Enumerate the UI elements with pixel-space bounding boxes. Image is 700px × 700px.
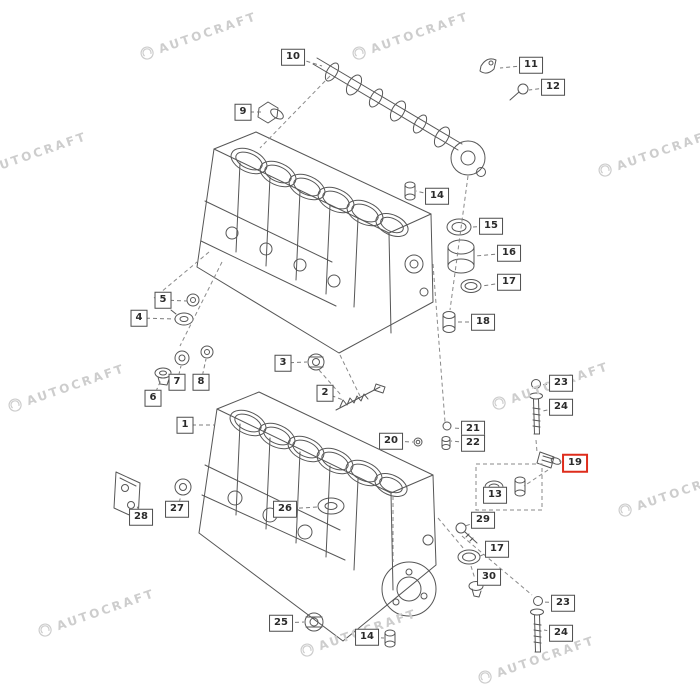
part-callout-9[interactable]: 9 [234, 103, 252, 121]
part-callout-7[interactable]: 7 [168, 373, 186, 391]
part-callout-5[interactable]: 5 [154, 291, 172, 309]
leader-line-26 [284, 506, 318, 510]
plug-part-drawing-30 [468, 581, 484, 598]
bolt-part-drawing-29 [455, 522, 478, 544]
part-callout-27[interactable]: 27 [165, 500, 189, 518]
part-callout-12[interactable]: 12 [541, 78, 565, 96]
part-callout-26[interactable]: 26 [273, 500, 297, 518]
part-callout-11[interactable]: 11 [519, 56, 543, 74]
leader-line-17-mid [481, 281, 510, 287]
part-callout-23-bottom[interactable]: 23 [551, 594, 575, 612]
part-callout-14-top[interactable]: 14 [425, 187, 449, 205]
part-callout-6[interactable]: 6 [144, 389, 162, 407]
plug-part-drawing-25 [304, 612, 324, 632]
stud-spring-drawing-2 [335, 383, 386, 411]
sensor-part-drawing-19 [536, 451, 562, 469]
part-callout-22[interactable]: 22 [461, 434, 485, 452]
part-callout-8[interactable]: 8 [192, 373, 210, 391]
part-callout-10[interactable]: 10 [281, 48, 305, 66]
cam-bearing-parts-drawing [404, 181, 482, 333]
cylinder-part-drawing-14-bottom [384, 629, 396, 648]
alignment-dashed-lines [153, 75, 549, 596]
camshaft-drawing [312, 57, 486, 177]
leader-line-16 [474, 252, 510, 257]
part-callout-29[interactable]: 29 [471, 511, 495, 529]
part-callout-20[interactable]: 20 [379, 432, 403, 450]
part-callout-15[interactable]: 15 [479, 217, 503, 235]
part-callout-3[interactable]: 3 [274, 354, 292, 372]
leader-line-10 [292, 56, 323, 67]
bracket-part-drawing-11 [479, 58, 497, 74]
leader-line-4 [138, 317, 176, 320]
part-callout-28[interactable]: 28 [129, 508, 153, 526]
fitting-parts-drawing-20-21-22 [413, 421, 452, 450]
part-callout-17-mid[interactable]: 17 [497, 273, 521, 291]
engine-block-lower-drawing [198, 391, 437, 642]
part-callout-24-bottom[interactable]: 24 [549, 624, 573, 642]
ring-part-drawing-17-bottom [457, 549, 481, 565]
part-callout-16[interactable]: 16 [497, 244, 521, 262]
part-callout-30[interactable]: 30 [477, 568, 501, 586]
bolt-part-drawing-12 [509, 83, 529, 101]
part-callout-24-top[interactable]: 24 [549, 398, 573, 416]
plug-part-drawing-9 [257, 101, 284, 124]
plug-part-drawing-3 [307, 353, 325, 371]
part-callout-19[interactable]: 19 [562, 453, 588, 473]
part-callout-18[interactable]: 18 [471, 313, 495, 331]
bolt-washer-drawing-bottom [530, 596, 544, 653]
cap-part-drawing-26 [317, 497, 345, 515]
part-callout-17-bottom[interactable]: 17 [485, 540, 509, 558]
bolt-washer-drawing-top [529, 379, 543, 435]
part-callout-23-top[interactable]: 23 [549, 374, 573, 392]
part-callout-13[interactable]: 13 [483, 486, 507, 504]
part-callout-2[interactable]: 2 [316, 384, 334, 402]
part-callout-25[interactable]: 25 [269, 614, 293, 632]
cylinder-head-block-drawing [196, 131, 434, 354]
leader-line-11 [499, 64, 532, 69]
plug-part-drawing-27 [174, 478, 192, 496]
part-callout-4[interactable]: 4 [130, 309, 148, 327]
part-callout-14-bottom[interactable]: 14 [355, 628, 379, 646]
part-callout-1[interactable]: 1 [176, 416, 194, 434]
